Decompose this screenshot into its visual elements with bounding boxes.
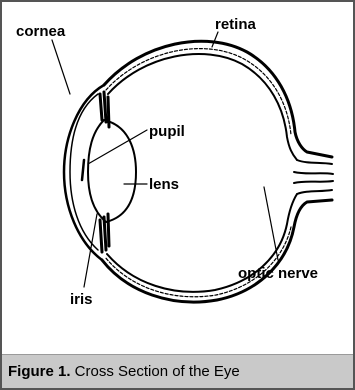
label-retina: retina [215, 16, 257, 33]
retina-leader [212, 32, 218, 47]
label-optic-nerve: optic nerve [238, 265, 318, 282]
label-cornea: cornea [16, 23, 66, 40]
choroid-layer [105, 49, 291, 297]
caption-text: Cross Section of the Eye [71, 363, 240, 380]
optic-nerve-shape [294, 160, 333, 194]
cornea-leader [52, 40, 70, 94]
label-iris: iris [70, 291, 93, 308]
lens-shape [88, 120, 136, 222]
label-lens: lens [149, 176, 179, 193]
pupil-leader [88, 130, 147, 164]
figure-caption: Figure 1. Cross Section of the Eye [2, 354, 353, 388]
pupil-mark [82, 160, 84, 180]
label-pupil: pupil [149, 123, 185, 140]
iris-leader [84, 214, 97, 287]
optic-nerve-leader [264, 187, 278, 260]
caption-prefix: Figure 1. [8, 363, 71, 380]
eye-cross-section-diagram: cornea retina pupil lens iris optic nerv… [2, 2, 353, 354]
